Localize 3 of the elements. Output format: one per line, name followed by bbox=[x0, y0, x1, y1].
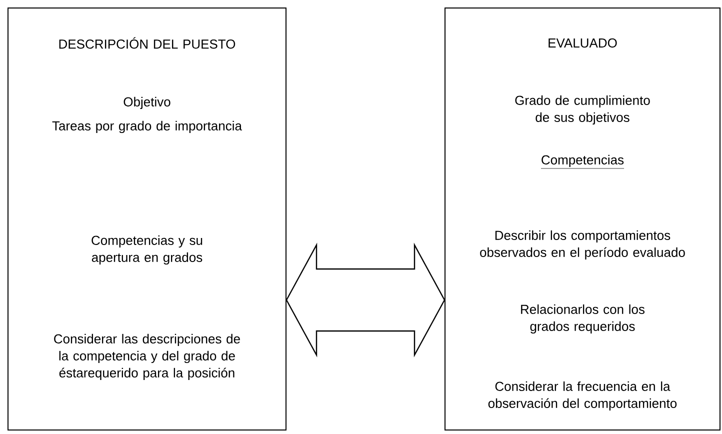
text-panel: EVALUADO Grado de cumplimiento de sus objetivos Competencias Describir los comportamientos observados en el período evaluado Relacionarlos con los grados requeridos Considerar la frecuencia en la observación del comportamiento bbox=[444, 8, 720, 430]
text-panel: DESCRIPCIÓN DEL PUESTO Objetivo Tareas por grado de importancia Competencias y su apertura en grados Considerar las descripciones de la competencia y del grado de éstarequerido para la posición bbox=[8, 8, 286, 430]
double-arrow bbox=[286, 242, 446, 358]
